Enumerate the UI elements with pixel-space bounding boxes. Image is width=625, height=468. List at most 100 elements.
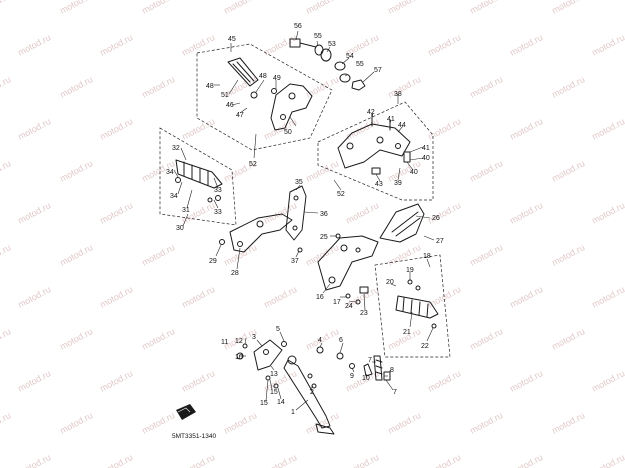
- callout-3: 3: [252, 334, 256, 341]
- watermark-text-52: motod.ru: [304, 242, 340, 268]
- watermark-text-14: motod.ru: [508, 32, 544, 58]
- watermark-text-65: motod.ru: [58, 326, 94, 352]
- footrest-right: [395, 279, 439, 329]
- group-38-outline: [317, 101, 434, 201]
- callout-33b: 33: [214, 209, 222, 216]
- callout-35: 35: [295, 179, 303, 186]
- callout-16: 16: [316, 294, 324, 301]
- callout-37: 37: [291, 258, 299, 265]
- watermark-text-78: motod.ru: [508, 368, 544, 394]
- watermark-text-80: motod.ru: [0, 410, 12, 436]
- callout-12: 12: [235, 338, 243, 345]
- watermark-text-91: motod.ru: [262, 452, 298, 468]
- watermark-text-0: motod.ru: [0, 0, 12, 16]
- watermark-text-26: motod.ru: [180, 116, 216, 142]
- watermark-text-21: motod.ru: [386, 74, 422, 100]
- group-outlines: [159, 43, 451, 358]
- bolt-stack-top: [289, 38, 366, 91]
- callout-51: 51: [221, 92, 229, 99]
- watermark-text-33: motod.ru: [58, 158, 94, 184]
- watermark-text-49: motod.ru: [58, 242, 94, 268]
- watermark-text-3: motod.ru: [222, 0, 258, 16]
- callout-40a: 40: [422, 155, 430, 162]
- watermark-text-58: motod.ru: [180, 284, 216, 310]
- callout-56: 56: [294, 23, 302, 30]
- callout-labels: 56 55 53 54 55 57 45 48 51 46 47 48 49 5…: [166, 23, 444, 416]
- watermark-text-95: motod.ru: [590, 452, 625, 468]
- callout-19: 19: [406, 267, 414, 274]
- callout-14: 14: [277, 399, 285, 406]
- callout-31: 31: [182, 207, 190, 214]
- watermark-text-77: motod.ru: [426, 368, 462, 394]
- callout-40b: 40: [410, 169, 418, 176]
- watermark-text-66: motod.ru: [140, 326, 176, 352]
- watermark-text-83: motod.ru: [222, 410, 258, 436]
- watermark-text-86: motod.ru: [468, 410, 504, 436]
- watermark-text-81: motod.ru: [58, 410, 94, 436]
- callout-46: 46: [226, 102, 234, 109]
- callout-1: 1: [291, 409, 295, 416]
- watermark-text-11: motod.ru: [262, 32, 298, 58]
- watermark-text-92: motod.ru: [344, 452, 380, 468]
- watermark-text-8: motod.ru: [16, 32, 52, 58]
- watermark-text-56: motod.ru: [16, 284, 52, 310]
- watermark-text-25: motod.ru: [98, 116, 134, 142]
- watermark-text-29: motod.ru: [426, 116, 462, 142]
- callout-25: 25: [320, 234, 328, 241]
- part-drawings: [175, 38, 439, 435]
- watermark-text-72: motod.ru: [16, 368, 52, 394]
- watermark-text-31: motod.ru: [590, 116, 625, 142]
- callout-4: 4: [318, 337, 322, 344]
- watermark-text-46: motod.ru: [508, 200, 544, 226]
- sidestand-assembly: [236, 339, 391, 435]
- callout-41a: 41: [387, 116, 395, 123]
- group-30-outline: [159, 127, 237, 226]
- callout-38: 38: [394, 91, 402, 98]
- watermark-text-13: motod.ru: [426, 32, 462, 58]
- callout-21: 21: [403, 329, 411, 336]
- callout-7b: 7: [393, 389, 397, 396]
- watermark-text-64: motod.ru: [0, 326, 12, 352]
- watermark-text-84: motod.ru: [304, 410, 340, 436]
- watermark-text-16: motod.ru: [0, 74, 12, 100]
- callout-43: 43: [375, 181, 383, 188]
- callout-27: 27: [436, 238, 444, 245]
- callout-23: 23: [360, 310, 368, 317]
- callout-34a: 34: [166, 169, 174, 176]
- watermark-text-63: motod.ru: [590, 284, 625, 310]
- watermark-text-74: motod.ru: [180, 368, 216, 394]
- callout-24: 24: [345, 303, 353, 310]
- watermark-text-9: motod.ru: [98, 32, 134, 58]
- callout-52a: 52: [249, 161, 257, 168]
- callout-26: 26: [432, 215, 440, 222]
- front-arrow-icon: [176, 404, 196, 420]
- watermark-text-1: motod.ru: [58, 0, 94, 16]
- callout-28: 28: [231, 270, 239, 277]
- watermark-text-30: motod.ru: [508, 116, 544, 142]
- callout-50: 50: [284, 129, 292, 136]
- watermark-text-39: motod.ru: [550, 158, 586, 184]
- watermark-text-85: motod.ru: [386, 410, 422, 436]
- watermark-text-93: motod.ru: [426, 452, 462, 468]
- callout-49: 49: [273, 75, 281, 82]
- watermark-text-18: motod.ru: [140, 74, 176, 100]
- watermark-text-4: motod.ru: [304, 0, 340, 16]
- callout-2: 2: [310, 389, 314, 396]
- callout-18: 18: [423, 253, 431, 260]
- callout-34b: 34: [170, 193, 178, 200]
- watermark-text-79: motod.ru: [590, 368, 625, 394]
- watermark-text-57: motod.ru: [98, 284, 134, 310]
- watermark-text-88: motod.ru: [16, 452, 52, 468]
- callout-54: 54: [346, 53, 354, 60]
- watermark-text-6: motod.ru: [468, 0, 504, 16]
- callout-15b: 15: [260, 400, 268, 407]
- watermark-text-94: motod.ru: [508, 452, 544, 468]
- callout-33a: 33: [214, 187, 222, 194]
- callout-55b: 55: [356, 61, 364, 68]
- watermark-text-15: motod.ru: [590, 32, 625, 58]
- watermark-text-59: motod.ru: [262, 284, 298, 310]
- callout-15a: 15: [270, 389, 278, 396]
- callout-7a: 7: [368, 357, 372, 364]
- callout-53: 53: [328, 41, 336, 48]
